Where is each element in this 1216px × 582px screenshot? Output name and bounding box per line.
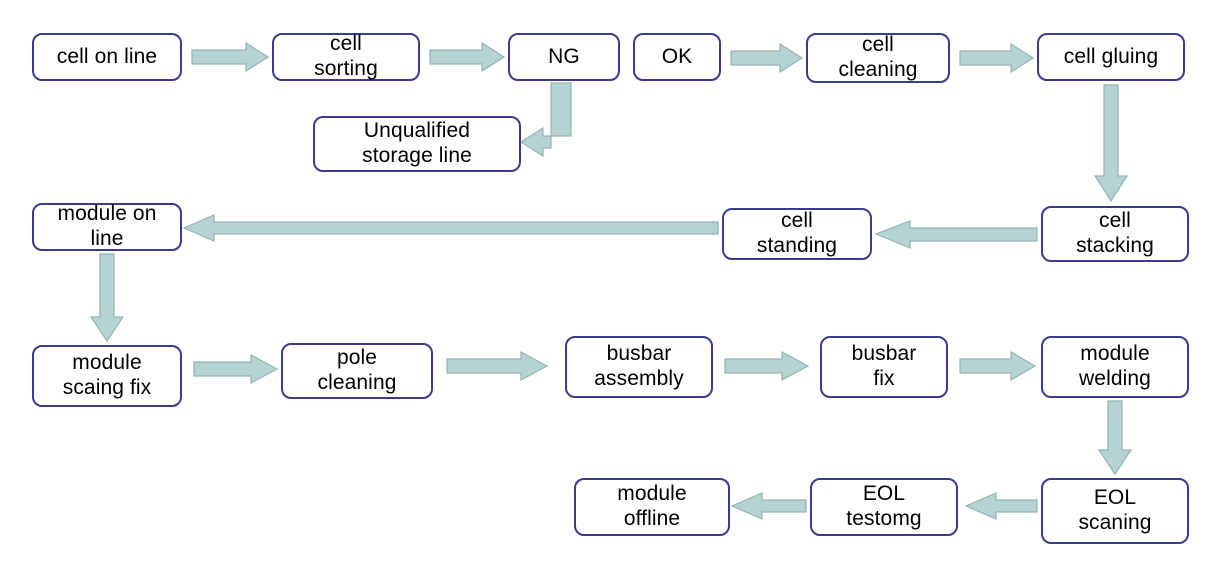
node-module-on-line[interactable]: module on line <box>32 202 182 251</box>
arrow-module-on-line-to-module-scaing-fix <box>89 253 125 343</box>
arrow-eol-testomg-to-module-offline <box>730 492 807 520</box>
arrow-eol-scaning-to-eol-testomg <box>964 492 1038 520</box>
node-cell-cleaning[interactable]: cell cleaning <box>806 33 950 83</box>
arrow-pole-cleaning-to-busbar-assembly <box>446 350 549 382</box>
arrow-module-welding-to-eol-scaning <box>1097 400 1133 476</box>
node-module-scaing-fix[interactable]: module scaing fix <box>32 345 182 407</box>
node-module-welding[interactable]: module welding <box>1041 336 1189 398</box>
node-pole-cleaning[interactable]: pole cleaning <box>281 343 433 399</box>
arrow-cell-gluing-to-cell-stacking <box>1093 84 1129 203</box>
node-unqualified-storage-line[interactable]: Unqualified storage line <box>313 116 521 172</box>
arrow-module-scaing-fix-to-pole-cleaning <box>193 353 279 385</box>
arrow-busbar-fix-to-module-welding <box>959 350 1037 382</box>
node-busbar-fix[interactable]: busbar fix <box>820 336 948 398</box>
arrow-cell-stacking-to-cell-standing <box>874 220 1038 249</box>
node-cell-sorting[interactable]: cell sorting <box>272 32 420 81</box>
node-cell-stacking[interactable]: cell stacking <box>1041 206 1189 262</box>
arrow-cell-sorting-to-ng <box>429 41 506 73</box>
node-cell-standing[interactable]: cell standing <box>722 208 872 260</box>
arrow-cell-cleaning-to-cell-gluing <box>959 42 1035 74</box>
node-ok[interactable]: OK <box>633 33 721 81</box>
node-eol-scaning[interactable]: EOL scaning <box>1041 478 1189 544</box>
node-eol-testomg[interactable]: EOL testomg <box>810 478 958 536</box>
node-ng[interactable]: NG <box>508 33 620 81</box>
arrow-cell-standing-to-module-on-line <box>182 214 719 242</box>
node-module-offline[interactable]: module offline <box>574 478 730 536</box>
arrow-busbar-assembly-to-busbar-fix <box>724 350 810 382</box>
node-cell-gluing[interactable]: cell gluing <box>1037 33 1185 81</box>
node-busbar-assembly[interactable]: busbar assembly <box>565 336 713 398</box>
arrow-cell-on-line-to-cell-sorting <box>191 41 270 73</box>
arrow-ng-to-unqualified-storage <box>519 82 572 158</box>
node-cell-on-line[interactable]: cell on line <box>32 33 182 81</box>
arrow-ok-to-cell-cleaning <box>730 42 804 74</box>
